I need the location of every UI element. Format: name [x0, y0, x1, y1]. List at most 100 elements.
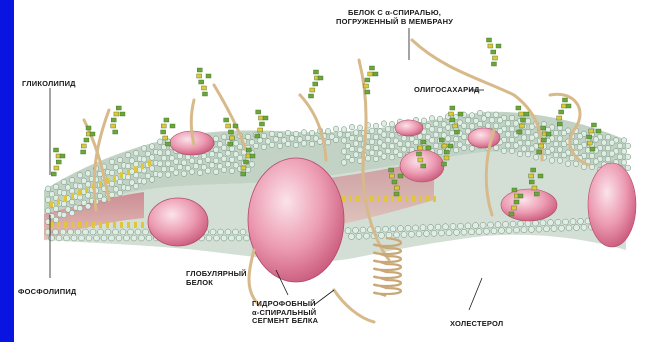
phospholipid-head	[509, 148, 515, 154]
sugar-branch	[496, 44, 501, 48]
phospholipid-head	[133, 150, 139, 156]
sugar-unit	[84, 138, 89, 142]
phospholipid-head-lower	[506, 227, 512, 233]
sugar-unit	[492, 56, 497, 60]
sugar-unit	[113, 130, 118, 134]
phospholipid-head-lower	[146, 235, 152, 241]
phospholipid-head	[149, 144, 155, 150]
phospholipid-head	[601, 151, 607, 157]
phospholipid-head-lower	[221, 235, 227, 241]
label-glycolipid: ГЛИКОЛИПИД	[22, 80, 76, 89]
phospholipid-head-lower	[128, 229, 134, 235]
phospholipid-head	[533, 154, 539, 160]
phospholipid-head	[605, 145, 611, 151]
phospholipid-head	[69, 199, 75, 205]
phospholipid-head	[469, 113, 475, 119]
phospholipid-head	[109, 170, 115, 176]
sugar-branch	[458, 112, 463, 116]
phospholipid-head	[525, 118, 531, 124]
sugar-unit	[81, 144, 86, 148]
phospholipid-head-lower	[491, 228, 497, 234]
phospholipid-head	[493, 112, 499, 118]
phospholipid-head-lower	[409, 231, 415, 237]
sugar-branch	[546, 132, 551, 136]
lipid-tail	[433, 196, 436, 202]
phospholipid-head-lower	[518, 221, 524, 227]
phospholipid-head	[53, 206, 59, 212]
sugar-unit	[309, 94, 314, 98]
sugar-unit	[243, 160, 248, 164]
sugar-unit	[562, 98, 567, 102]
phospholipid-head-lower	[105, 229, 111, 235]
phospholipid-head-lower	[218, 229, 224, 235]
label-cholesterol: ХОЛЕСТЕРОЛ	[450, 320, 503, 329]
phospholipid-head-lower	[450, 223, 456, 229]
phospholipid-head	[573, 161, 579, 167]
phospholipid-head	[269, 131, 275, 137]
phospholipid-head	[389, 154, 395, 160]
phospholipid-head	[173, 170, 179, 176]
sugar-unit	[541, 126, 546, 130]
sugar-unit	[161, 124, 166, 128]
phospholipid-head	[141, 179, 147, 185]
sugar-unit	[417, 152, 422, 156]
phospholipid-head	[461, 123, 467, 129]
sugar-branch	[448, 144, 453, 148]
globular-protein-small	[148, 198, 208, 246]
lipid-tail	[356, 196, 359, 202]
phospholipid-head	[553, 130, 559, 136]
phospholipid-head	[45, 208, 51, 214]
phospholipid-head	[341, 160, 347, 166]
phospholipid-head	[225, 161, 231, 167]
lipid-tail	[78, 222, 81, 228]
phospholipid-head	[369, 150, 375, 156]
sugar-unit	[255, 134, 260, 138]
phospholipid-head	[621, 149, 627, 155]
lipid-tail	[113, 222, 116, 228]
lipid-tail	[384, 196, 387, 202]
lipid-tail	[426, 196, 429, 202]
phospholipid-head	[381, 121, 387, 127]
phospholipid-head	[349, 135, 355, 141]
sugar-unit	[259, 122, 264, 126]
sugar-unit	[199, 80, 204, 84]
sugar-unit	[514, 200, 519, 204]
phospholipid-head	[593, 159, 599, 165]
lipid-tail	[349, 196, 352, 202]
phospholipid-head-lower	[435, 224, 441, 230]
phospholipid-head-lower	[525, 220, 531, 226]
phospholipid-head-lower	[360, 227, 366, 233]
phospholipid-head	[465, 117, 471, 123]
phospholipid-head	[333, 126, 339, 132]
phospholipid-head	[349, 157, 355, 163]
lipid-tail	[64, 222, 67, 228]
lipid-tail	[120, 222, 123, 228]
phospholipid-head	[449, 130, 455, 136]
lipid-tail	[405, 196, 408, 202]
sugar-unit	[589, 129, 594, 133]
phospholipid-head-lower	[454, 229, 460, 235]
phospholipid-head	[261, 144, 267, 150]
phospholipid-head	[621, 138, 627, 144]
phospholipid-head-lower	[236, 235, 242, 241]
phospholipid-head-lower	[413, 225, 419, 231]
phospholipid-head	[477, 110, 483, 116]
phospholipid-head-lower	[529, 226, 535, 232]
phospholipid-head-lower	[443, 224, 449, 230]
phospholipid-head-lower	[229, 235, 235, 241]
phospholipid-head-lower	[544, 226, 550, 232]
phospholipid-head	[513, 121, 519, 127]
sugar-unit	[226, 124, 231, 128]
phospholipid-head	[505, 132, 511, 138]
phospholipid-head-lower	[514, 227, 520, 233]
phospholipid-head	[417, 134, 423, 140]
phospholipid-head	[601, 140, 607, 146]
phospholipid-head-lower	[465, 223, 471, 229]
sugar-unit	[54, 166, 59, 170]
phospholipid-head	[381, 132, 387, 138]
sugar-unit	[529, 174, 534, 178]
phospholipid-head	[557, 158, 563, 164]
phospholipid-head	[149, 177, 155, 183]
phospholipid-head-lower	[390, 226, 396, 232]
lipid-tail	[391, 196, 394, 202]
